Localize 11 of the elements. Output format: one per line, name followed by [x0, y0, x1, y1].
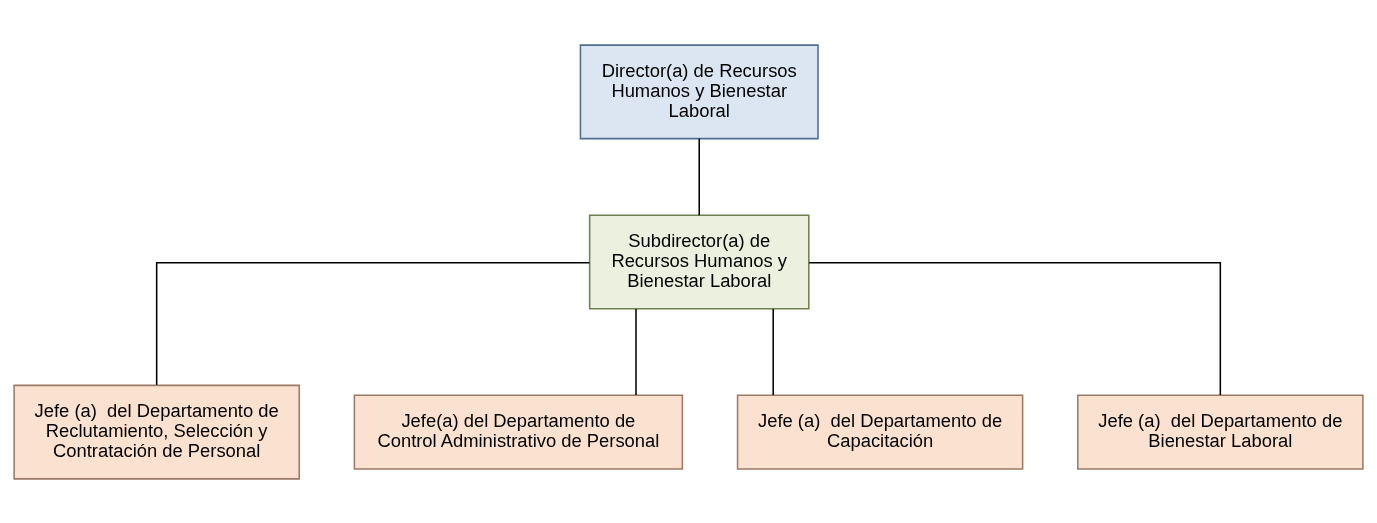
node-box: Jefe (a) del Departamento de Bienestar Laboral: [1077, 394, 1364, 470]
node-box: Subdirector(a) de Recursos Humanos y Bienestar Laboral: [588, 214, 810, 309]
connector: [635, 307, 637, 396]
node-box: Jefe (a) del Departamento de Capacitación: [736, 394, 1024, 470]
connector: [698, 137, 700, 216]
node-box: Director(a) de Recursos Humanos y Bienestar Laboral: [579, 43, 819, 139]
connector: [155, 261, 591, 386]
node-box: Jefe (a) del Departamento de Reclutamiento, Selección y Contratación de Personal: [13, 384, 300, 480]
connector: [772, 307, 774, 396]
node-box: Jefe(a) del Departamento de Control Administrativo de Personal: [353, 394, 684, 470]
connector: [808, 261, 1222, 396]
